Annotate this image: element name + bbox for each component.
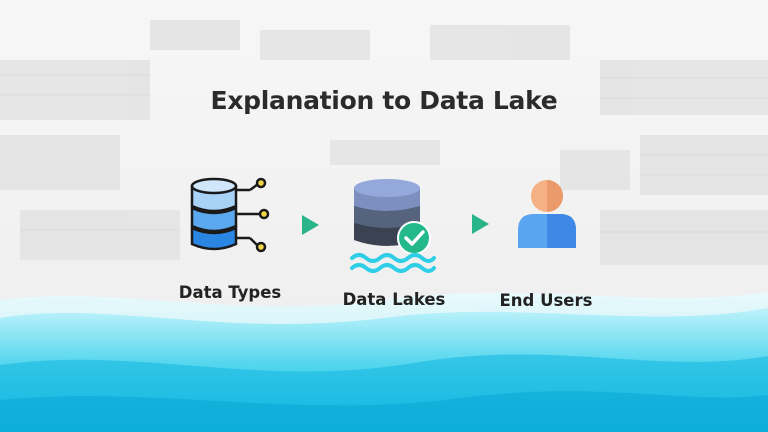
page-title: Explanation to Data Lake [210, 86, 558, 115]
data-lake-check-icon [350, 179, 436, 273]
play-arrow-icon [302, 215, 319, 235]
step-label-end-users: End Users [499, 291, 593, 310]
database-network-icon [190, 177, 270, 253]
user-icon [518, 180, 576, 248]
library-shelves [0, 20, 768, 265]
play-arrow-icon [472, 214, 489, 234]
step-label-data-types: Data Types [178, 283, 282, 302]
step-label-data-lakes: Data Lakes [342, 290, 446, 309]
